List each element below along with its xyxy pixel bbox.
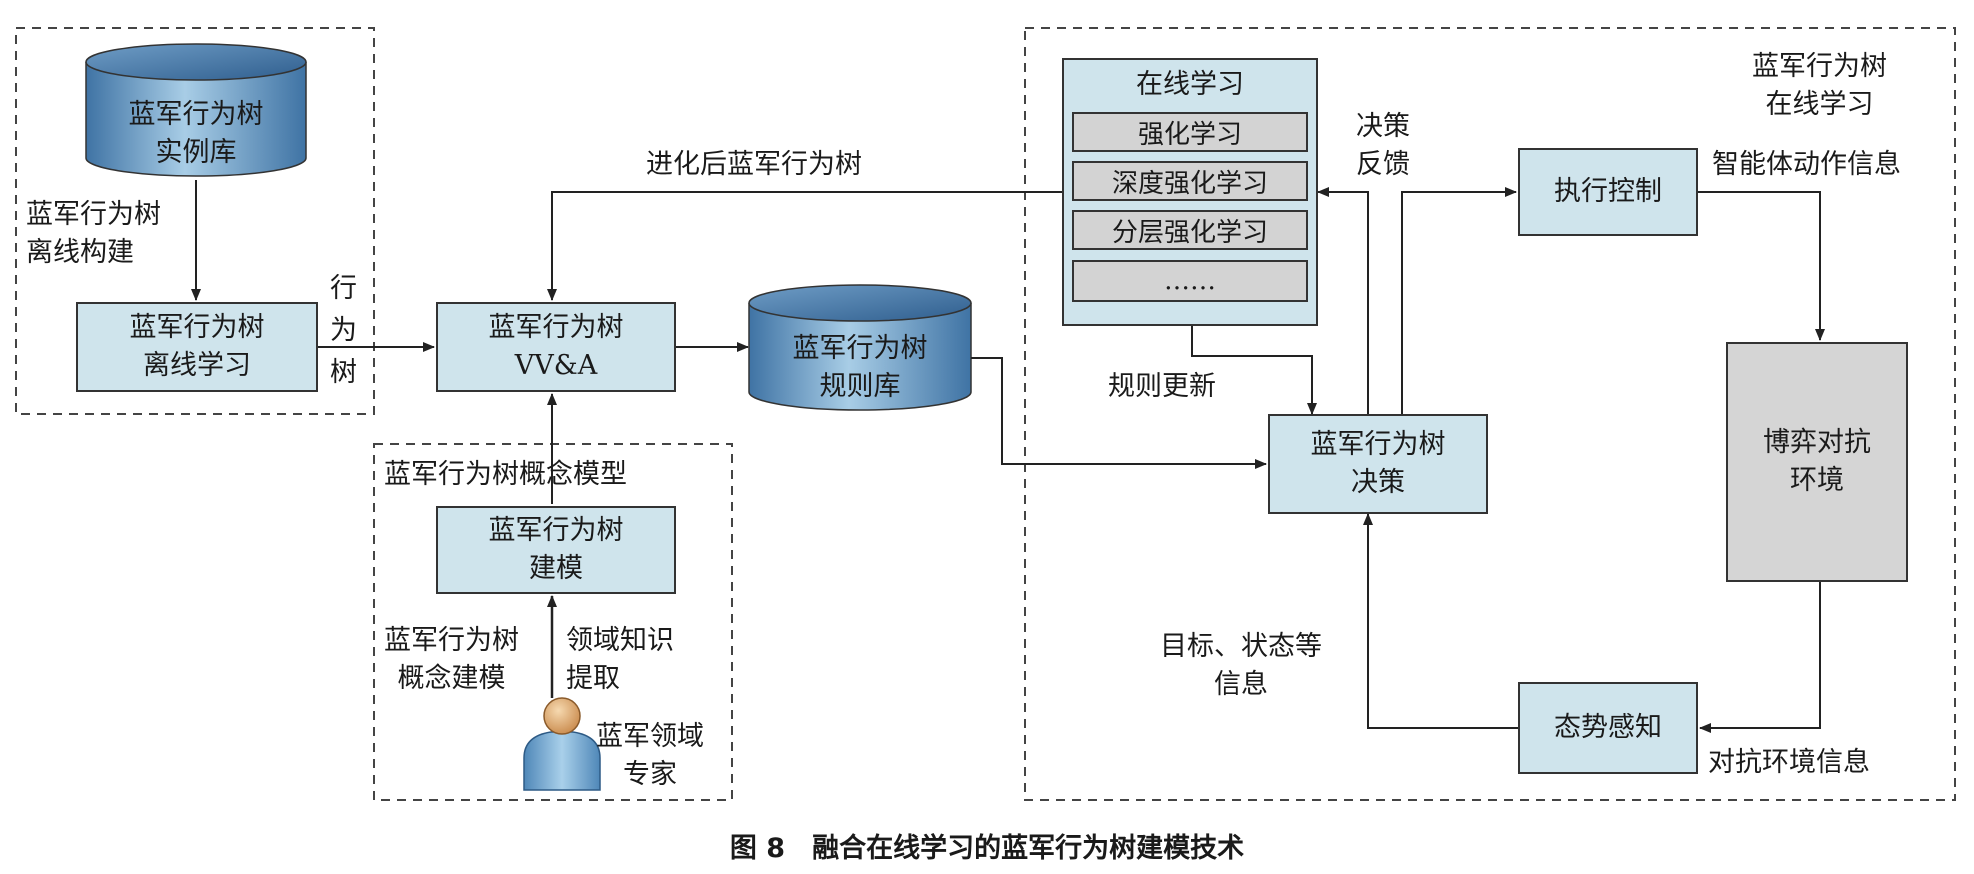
vva-line1: 蓝军行为树	[488, 312, 624, 343]
concept-modeling-label: 蓝军行为树 概念建模	[384, 622, 519, 698]
figure-caption: 图 8 融合在线学习的蓝军行为树建模技术	[729, 833, 1245, 864]
expert-person-icon	[523, 697, 601, 791]
edge-ruledb-to-decision	[971, 357, 1267, 469]
panel-item-more: ……	[1072, 260, 1308, 302]
offline-build-line1: 蓝军行为树	[26, 199, 161, 230]
region-online-line1: 蓝军行为树	[1752, 51, 1887, 82]
game-environment-node: 博弈对抗 环境	[1726, 342, 1908, 582]
instance-db-cylinder	[85, 43, 307, 177]
edge-execution-to-env	[1698, 191, 1825, 341]
behavior-tree-char1: 行	[330, 273, 357, 304]
edge-situation-to-decision	[1363, 513, 1518, 729]
behavior-tree-char2: 为	[330, 315, 357, 346]
panel-item-reinforcement: 强化学习	[1072, 112, 1308, 152]
game-environment-line2: 环境	[1790, 465, 1844, 496]
edge-panel-to-decision-rule-update	[1191, 326, 1317, 415]
behavior-tree-vertical-label: 行 为 树	[330, 268, 357, 394]
concept-modeling-line1: 蓝军行为树	[384, 625, 519, 656]
situation-awareness-node: 态势感知	[1518, 682, 1698, 774]
offline-build-label: 蓝军行为树 离线构建	[26, 196, 161, 272]
online-panel-title: 在线学习	[1136, 69, 1244, 100]
goal-state-line2: 信息	[1214, 669, 1268, 700]
region-offline	[15, 27, 375, 415]
panel-item-hierarchical-reinforcement: 分层强化学习	[1072, 210, 1308, 250]
rule-db-cylinder	[748, 284, 972, 411]
env-info-label: 对抗环境信息	[1708, 747, 1870, 778]
edge-decision-feedback	[1317, 187, 1369, 414]
edge-decision-to-execution	[1401, 187, 1517, 414]
offline-learning-line2: 离线学习	[143, 350, 251, 381]
region-online-line2: 在线学习	[1765, 89, 1874, 120]
decision-node: 蓝军行为树 决策	[1268, 414, 1488, 514]
instance-db-label: 蓝军行为树 实例库	[86, 96, 306, 172]
game-environment-line1: 博弈对抗	[1763, 427, 1871, 458]
behavior-tree-char3: 树	[330, 357, 357, 388]
expert-line1: 蓝军领域	[596, 721, 704, 752]
region-online-learning-label: 蓝军行为树 在线学习	[1752, 48, 1887, 124]
concept-modeling-line2: 概念建模	[397, 663, 506, 694]
decision-feedback-label: 决策 反馈	[1356, 108, 1410, 184]
decision-line2: 决策	[1351, 467, 1405, 498]
offline-learning-line1: 蓝军行为树	[129, 312, 265, 343]
rule-update-label: 规则更新	[1108, 371, 1216, 402]
agent-action-label: 智能体动作信息	[1712, 149, 1901, 180]
knowledge-extraction-line2: 提取	[566, 663, 620, 694]
rule-db-line1: 蓝军行为树	[792, 333, 928, 364]
instance-db-line2: 实例库	[155, 137, 237, 168]
edge-env-to-situation	[1699, 582, 1821, 733]
modeling-line1: 蓝军行为树	[488, 515, 624, 546]
decision-feedback-line2: 反馈	[1356, 149, 1410, 180]
instance-db-line1: 蓝军行为树	[128, 99, 264, 130]
expert-label: 蓝军领域 专家	[596, 718, 704, 794]
offline-learning-node: 蓝军行为树 离线学习	[76, 302, 318, 392]
knowledge-extraction-line1: 领域知识	[566, 625, 674, 656]
goal-state-label: 目标、状态等 信息	[1160, 628, 1322, 704]
rule-db-line2: 规则库	[819, 371, 901, 402]
panel-item-deep-reinforcement: 深度强化学习	[1072, 161, 1308, 201]
execution-control-node: 执行控制	[1518, 148, 1698, 236]
knowledge-extraction-label: 领域知识 提取	[566, 622, 674, 698]
rule-db-label: 蓝军行为树 规则库	[749, 330, 971, 406]
edge-evolved-tree	[547, 191, 1062, 301]
region-online-learning	[1024, 27, 1956, 801]
modeling-node: 蓝军行为树 建模	[436, 506, 676, 594]
vva-node: 蓝军行为树 VV&A	[436, 302, 676, 392]
evolved-tree-label: 进化后蓝军行为树	[646, 149, 862, 180]
modeling-line2: 建模	[529, 553, 583, 584]
region-concept-model-label: 蓝军行为树概念模型	[384, 459, 627, 490]
offline-build-line2: 离线构建	[26, 237, 134, 268]
decision-feedback-line1: 决策	[1356, 111, 1410, 142]
decision-line1: 蓝军行为树	[1310, 429, 1446, 460]
goal-state-line1: 目标、状态等	[1160, 631, 1322, 662]
expert-line2: 专家	[623, 759, 677, 790]
vva-line2: VV&A	[514, 350, 598, 381]
